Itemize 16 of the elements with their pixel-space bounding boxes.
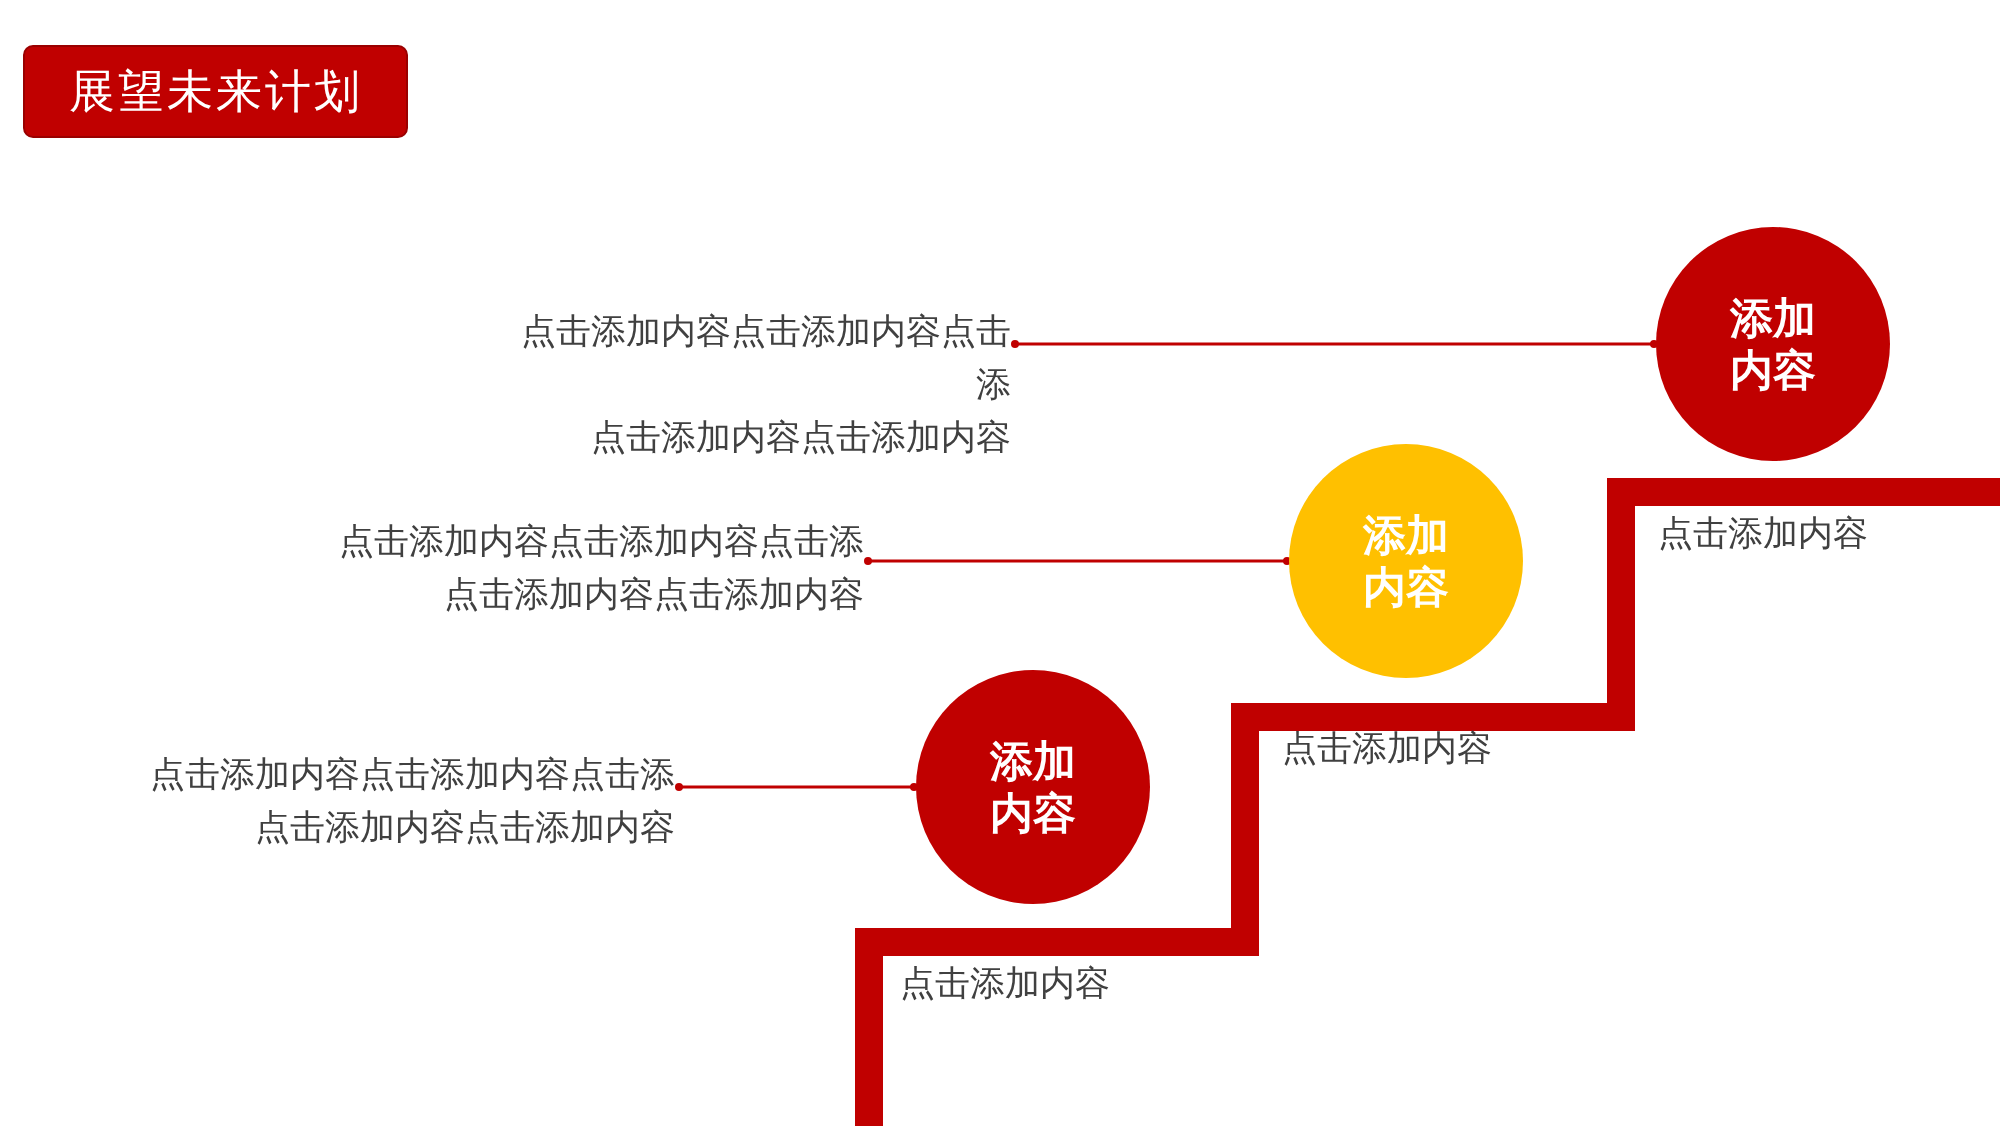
step-label: 点击添加内容: [900, 962, 1110, 1005]
description-text: 点击添加内容点击添加内容点击添: [149, 753, 675, 796]
description-text: 点击添加内容点击添加内容点击添: [338, 520, 864, 563]
circle-label: 添加内容: [1362, 509, 1450, 613]
step-label: 点击添加内容: [1282, 727, 1492, 770]
connector-line: [1011, 340, 1658, 348]
connector-line: [675, 783, 918, 791]
step-label: 点击添加内容: [1658, 512, 1868, 555]
description-text: 点击添加内容点击添加内容: [443, 573, 864, 616]
description-text: 点击添加内容点击添加内容: [254, 806, 675, 849]
title-banner: 展望未来计划: [23, 45, 408, 138]
circle-label: 添加内容: [1729, 292, 1817, 396]
description-text: 点击添加内容点击添加内容: [590, 416, 1011, 459]
description-text: 点击添加内容点击添加内容点击添: [520, 310, 1011, 406]
connector-line: [864, 557, 1291, 565]
circle-label: 添加内容: [989, 735, 1077, 839]
